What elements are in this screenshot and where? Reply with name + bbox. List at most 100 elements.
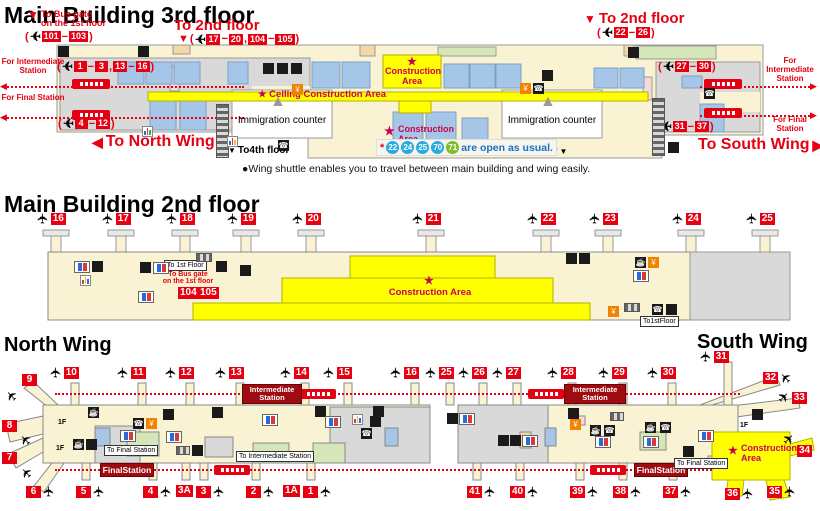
smoking-icon <box>752 409 763 420</box>
left-arrow-icon: ◀ <box>92 134 103 150</box>
plane-icon: ✈ <box>224 212 241 225</box>
plane-icon: ✈ <box>524 485 541 498</box>
gate-badge: 32 <box>763 371 779 384</box>
smoking-icon <box>373 406 384 417</box>
gate-badge: 37 <box>695 121 710 132</box>
gate-33: ✈33 <box>773 387 807 407</box>
toilets-icon <box>74 261 90 273</box>
gate-badge: 11 <box>130 366 146 379</box>
toilets-icon <box>262 414 278 426</box>
gate-badge-104: 104 <box>178 287 199 299</box>
gate-15: ✈15 <box>320 366 352 379</box>
gate-badge: 25 <box>759 212 775 225</box>
to-final-station-label-south: To Final Station <box>674 458 729 469</box>
gate-38: 38✈ <box>613 485 643 498</box>
gate-badge: 2 <box>246 485 261 498</box>
gate-10: ✈10 <box>47 366 79 379</box>
escalator-icon <box>216 104 229 158</box>
gate-22: ✈22 <box>524 212 556 225</box>
gate-badge: 36 <box>725 487 741 500</box>
gate-circle: 70 <box>431 141 445 154</box>
info-icon <box>227 136 238 147</box>
shuttle-train-icon <box>214 465 250 475</box>
gate-1a: 1A <box>283 485 300 497</box>
label: To South Wing <box>698 136 810 153</box>
dash: − <box>87 60 95 73</box>
plane-icon: ✈ <box>595 366 612 379</box>
gate-badge: 39 <box>570 485 586 498</box>
luggage-icon <box>370 416 381 427</box>
gate-badge: 22 <box>540 212 556 225</box>
gate-badge: 1 <box>303 485 318 498</box>
plane-icon: ✈ <box>277 366 294 379</box>
plane-icon: ✈ <box>317 485 334 498</box>
to-bus-gate-label: To Bus gate <box>41 9 92 19</box>
floor2-title: Main Building 2nd floor <box>4 191 260 217</box>
floor3-title: Main Building 3rd floor <box>4 2 255 28</box>
candy-shop-icon <box>352 414 363 425</box>
station-dotted-line <box>700 115 810 117</box>
paren: ( <box>189 33 194 45</box>
left-arrow-icon: ◀ <box>0 112 7 122</box>
gate-21: ✈21 <box>409 212 441 225</box>
right-arrow-icon: ▶ <box>810 81 817 91</box>
paren: ) <box>295 33 300 45</box>
plane-icon: ✈ <box>90 485 107 498</box>
gate-badge: 28 <box>560 366 576 379</box>
gate-badge: 16 <box>50 212 66 225</box>
gate-badge: 3 <box>95 61 109 72</box>
toilets-icon <box>325 416 341 428</box>
gate-badge: 105 <box>275 33 295 45</box>
plane-icon: ✈ <box>62 116 74 131</box>
gate-31: ✈31 <box>697 350 729 363</box>
gate-badge-34: 34 <box>797 445 813 457</box>
currency-exchange-icon: ¥ <box>146 418 157 429</box>
elevator-icon <box>683 446 694 457</box>
bus-gate-range: ( ✈ 101 − 103 ) <box>25 29 93 44</box>
phone-icon: ☎ <box>604 425 615 436</box>
gate-badge: 3A <box>176 485 193 497</box>
to-south-wing: To South Wing ▶ <box>698 136 820 154</box>
plane-icon: ✈ <box>320 366 337 379</box>
plane-icon: ✈ <box>409 212 426 225</box>
plane-icon: ✈ <box>601 25 613 40</box>
toilets-icon <box>522 435 538 447</box>
gate-badge: 6 <box>26 485 41 498</box>
construction-area-label: Construction Area <box>741 443 797 463</box>
smoking-icon <box>568 408 579 419</box>
toilets-icon <box>595 436 611 448</box>
gate-badge: 41 <box>467 485 483 498</box>
toilets-icon <box>698 430 714 442</box>
gate-41: 41✈ <box>467 485 497 498</box>
south-wing-title: South Wing <box>697 331 808 353</box>
gate-badge: 104 <box>248 33 268 45</box>
gate-19: ✈19 <box>224 212 256 225</box>
gate-14: ✈14 <box>277 366 309 379</box>
gate-badge: 30 <box>660 366 676 379</box>
gate-badge: 15 <box>336 366 352 379</box>
dash: − <box>689 60 697 73</box>
coffee-icon: ☕ <box>590 425 601 436</box>
gate-badge: 26 <box>636 27 651 38</box>
plane-icon: ✈ <box>773 387 794 407</box>
gate-11: ✈11 <box>114 366 146 379</box>
gate-5: 5✈ <box>76 485 107 498</box>
label: are open as usual. <box>461 141 553 154</box>
paren: ( <box>57 60 61 73</box>
gate-badge: 29 <box>611 366 627 379</box>
candy-shop-icon <box>80 275 91 286</box>
plane-icon: ✈ <box>157 485 174 498</box>
down-arrow-icon: ▼ <box>178 33 189 45</box>
dash: − <box>687 120 695 133</box>
gate-26: ✈26 <box>455 366 487 379</box>
immigration-counter-left: Immigration counter <box>237 115 327 126</box>
to-bus-gate-label: To Bus gate <box>168 271 208 278</box>
dash: − <box>268 33 275 45</box>
station-dotted-line <box>700 86 810 88</box>
plane-icon: ✈ <box>114 366 131 379</box>
comma: , <box>243 33 247 45</box>
coffee-icon: ☕ <box>635 257 646 268</box>
gate-23: ✈23 <box>586 212 618 225</box>
gate-badge-105: 105 <box>198 287 219 299</box>
